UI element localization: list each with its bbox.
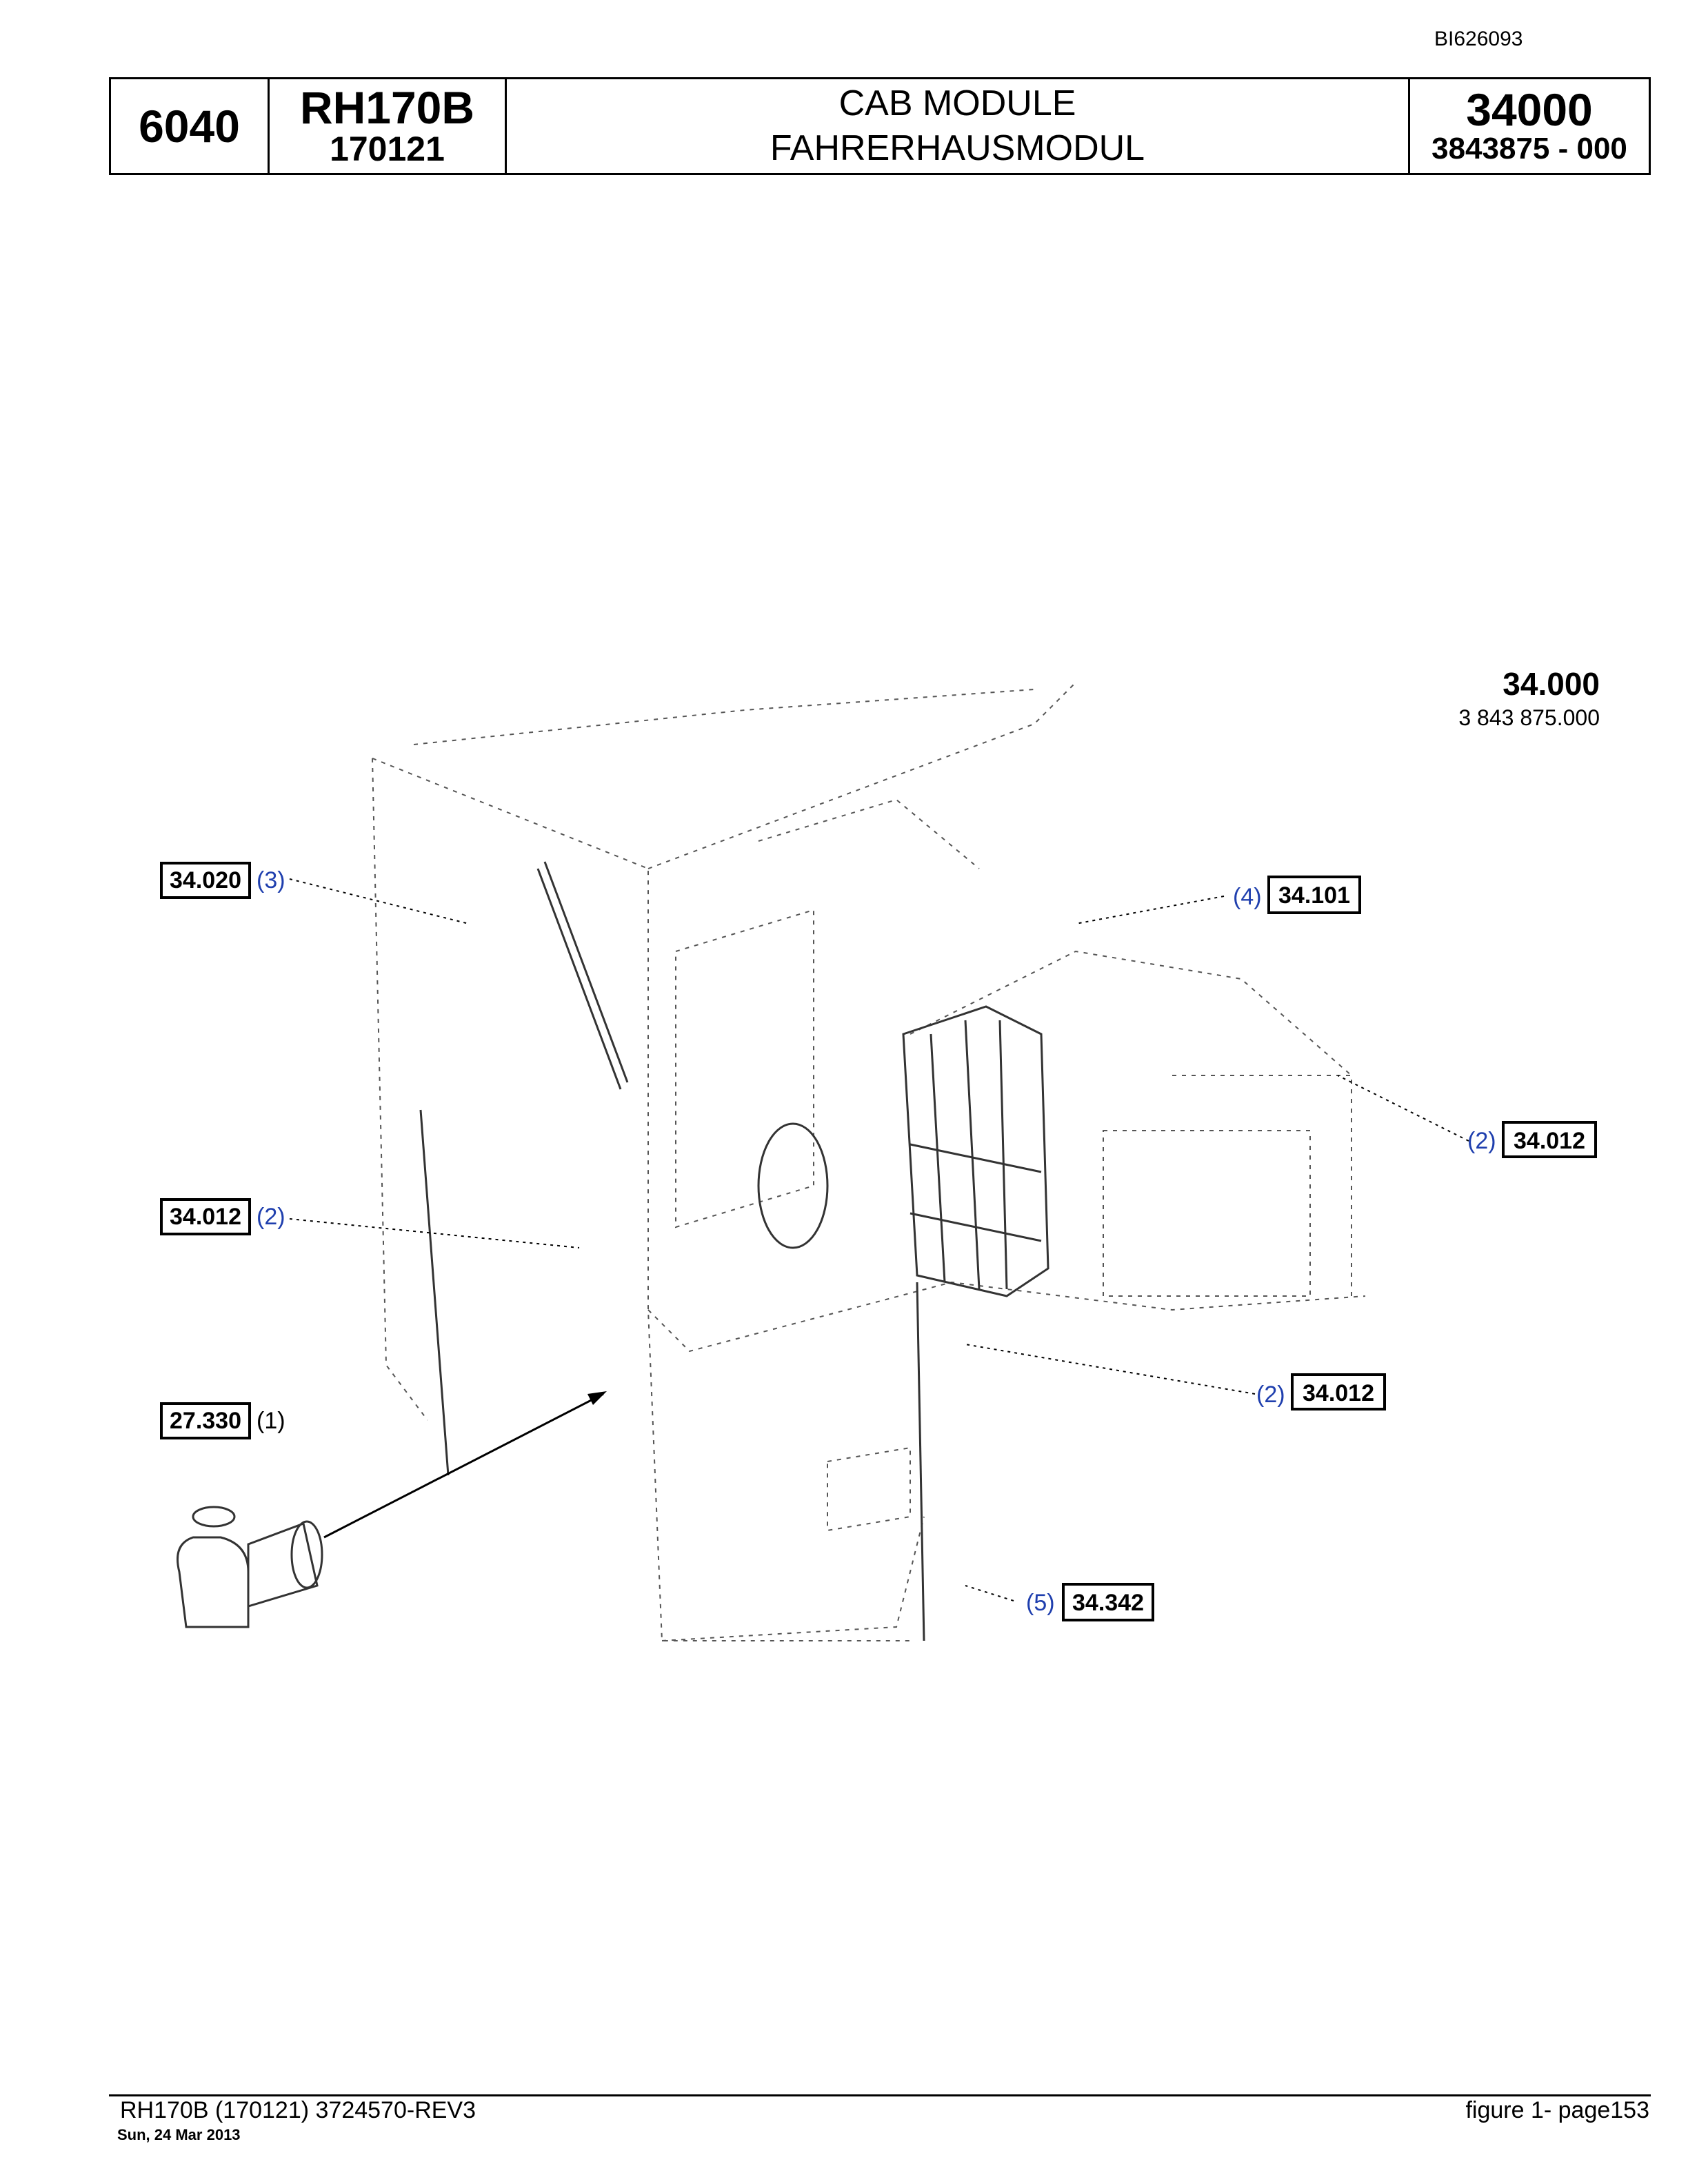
callout-ref: 34.012 — [1514, 1128, 1585, 1154]
main-ref-number: 34.000 — [1503, 666, 1600, 702]
heater-arrow — [323, 1393, 604, 1539]
callout-34-012-left: 34.012 (2) — [160, 1198, 285, 1235]
callout-item: (1) — [257, 1408, 285, 1434]
main-reference: 34.000 3 843 875.000 — [1458, 666, 1600, 730]
serial-number: 170121 — [330, 129, 445, 168]
page-code-cell: 6040 — [111, 79, 270, 173]
footer-rule — [109, 2094, 1651, 2096]
callout-ref: 34.101 — [1278, 882, 1350, 909]
footer-date: Sun, 24 Mar 2013 — [117, 2126, 241, 2143]
callout-item: (2) — [1467, 1128, 1496, 1154]
callout-ref: 34.012 — [1303, 1380, 1374, 1406]
model-cell: RH170B 170121 — [270, 79, 507, 173]
callout-item: (2) — [257, 1204, 285, 1230]
header-table: 6040 RH170B 170121 CAB MODULE FAHRERHAUS… — [109, 77, 1651, 175]
title-en: CAB MODULE — [838, 83, 1076, 123]
callout-ref: 34.020 — [170, 867, 241, 893]
callout-ref: 34.012 — [170, 1204, 241, 1230]
part-number: 3843875 - 000 — [1431, 131, 1627, 165]
callout-item: (2) — [1256, 1382, 1285, 1408]
group-cell: 34000 3843875 - 000 — [1410, 79, 1649, 173]
callout-27-330: 27.330 (1) — [160, 1402, 285, 1439]
title-cell: CAB MODULE FAHRERHAUSMODUL — [507, 79, 1410, 173]
footer-doc-ref: RH170B (170121) 3724570-REV3 — [120, 2097, 476, 2123]
document-id: BI626093 — [1434, 28, 1523, 50]
callout-item: (4) — [1233, 884, 1262, 910]
callout-item: (5) — [1026, 1590, 1055, 1616]
arrow-head — [587, 1391, 607, 1405]
callout-34-012-right: (2) 34.012 — [1467, 1121, 1597, 1158]
heater-unit — [177, 1506, 323, 1628]
ladder — [902, 1005, 1049, 1641]
main-ref-part: 3 843 875.000 — [1458, 705, 1600, 730]
callout-34-342: (5) 34.342 — [1026, 1583, 1154, 1621]
title-de: FAHRERHAUSMODUL — [770, 128, 1145, 168]
page-code: 6040 — [139, 101, 240, 152]
callout-ref: 34.342 — [1072, 1590, 1144, 1616]
cab-structure-outline — [372, 682, 1366, 1641]
model-name: RH170B — [299, 81, 475, 133]
callout-34-101: (4) 34.101 — [1233, 876, 1361, 914]
callout-item: (3) — [257, 867, 285, 893]
leader-lines — [289, 878, 1469, 1601]
group-number: 34000 — [1466, 83, 1593, 135]
callout-ref: 27.330 — [170, 1408, 241, 1434]
callout-34-020: 34.020 (3) — [160, 862, 285, 899]
callout-34-012-mid: (2) 34.012 — [1256, 1373, 1386, 1410]
footer-page: figure 1- page153 — [1465, 2097, 1649, 2123]
handrail — [419, 861, 829, 1476]
